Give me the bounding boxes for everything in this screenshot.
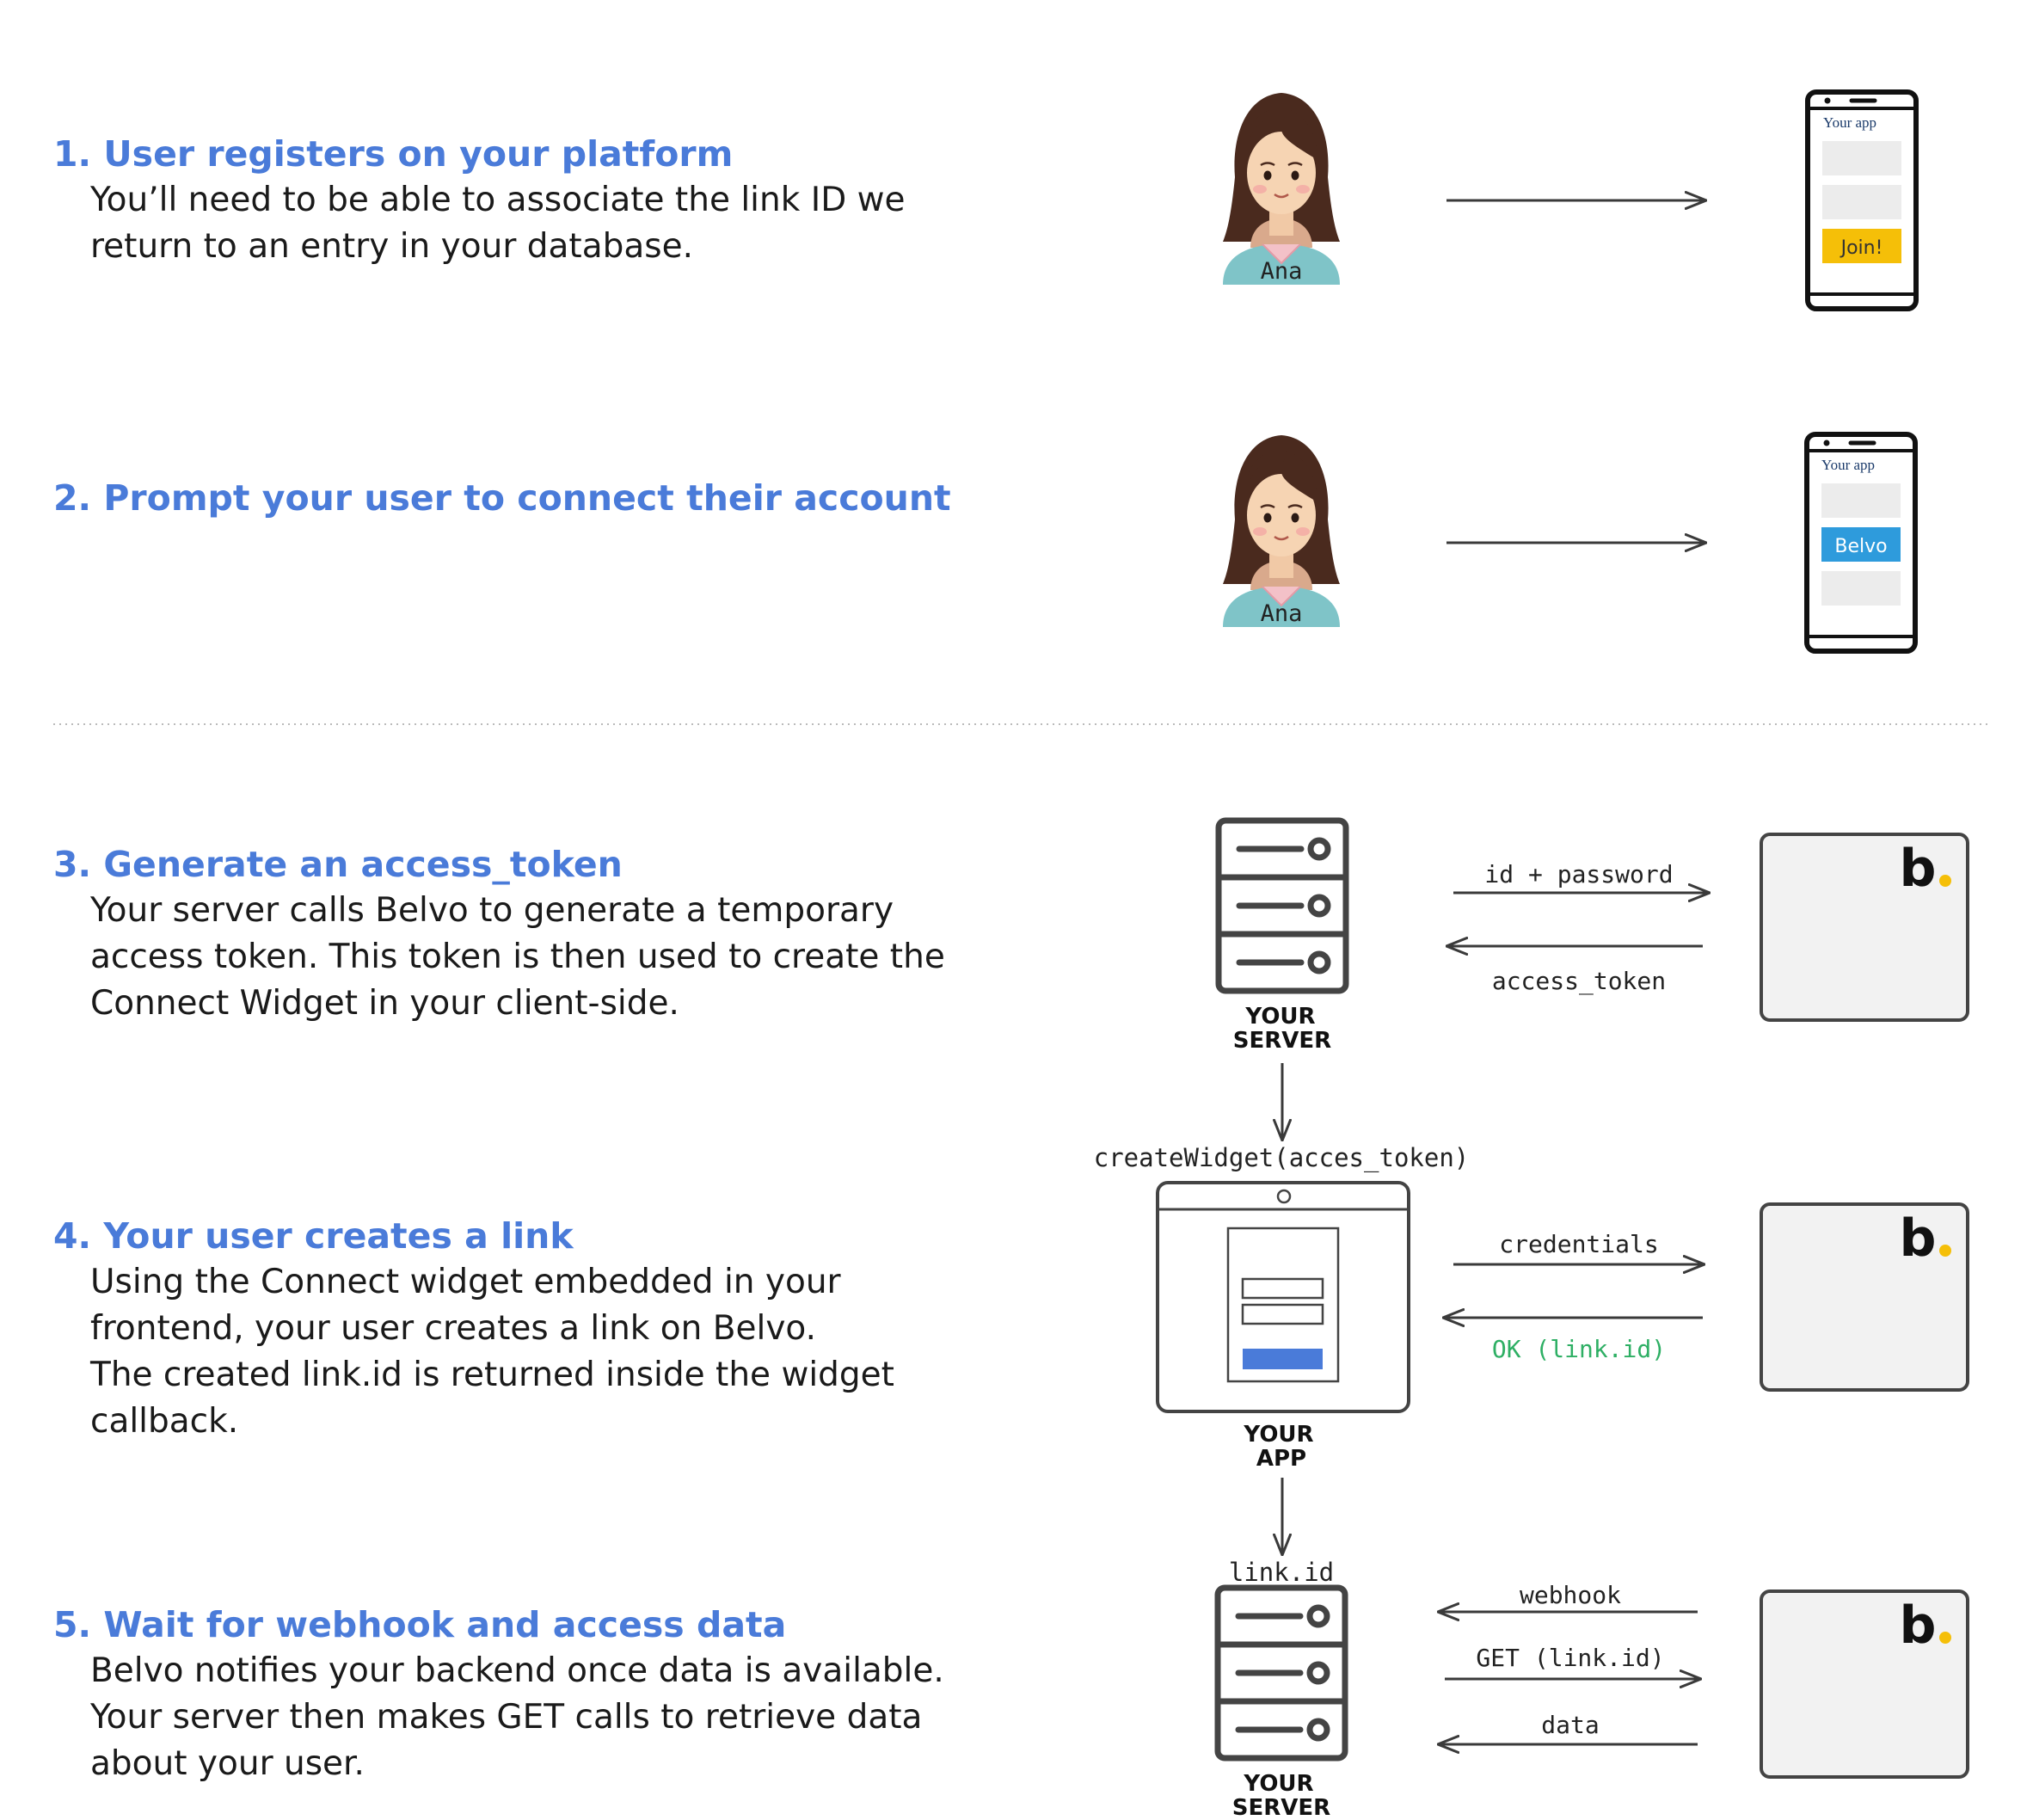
belvo-logo-icon: b (1900, 1208, 1937, 1269)
step-3: 3. Generate an access_token Your server … (53, 841, 965, 1027)
step-3-body-line: Your server calls Belvo to generate a te… (90, 891, 894, 930)
arrow-label-ok-link-id: OK (link.id) (1492, 1335, 1666, 1363)
user-name-2: Ana (1261, 600, 1303, 627)
user-avatar-2 (1221, 433, 1342, 629)
belvo-button-label: Belvo (1834, 536, 1887, 557)
belvo-logo-dot-icon (1939, 1245, 1951, 1257)
arrow-label-credentials: credentials (1499, 1230, 1658, 1258)
server-label-1-line2: SERVER (1233, 1028, 1331, 1054)
server-label-1-line1: YOUR (1244, 1004, 1315, 1030)
step-2-title: 2. Prompt your user to connect their acc… (53, 477, 951, 519)
step-4-body-line: callback. (90, 1402, 239, 1441)
belvo-logo-icon: b (1900, 839, 1937, 899)
step-4-body-line: The created link.id is returned inside t… (90, 1356, 894, 1394)
step-4-body: Using the Connect widget embedded in you… (90, 1259, 965, 1445)
app-window-mockup (1156, 1181, 1410, 1413)
step-5-body: Belvo notifies your backend once data is… (90, 1648, 965, 1787)
step-1-title: 1. User registers on your platform (53, 133, 734, 175)
widget-submit-button[interactable] (1243, 1349, 1323, 1369)
phone-input-field (1822, 185, 1901, 219)
belvo-button[interactable] (1821, 527, 1901, 562)
step-1: 1. User registers on your platform You’l… (53, 131, 965, 270)
arrow-label-data: data (1541, 1711, 1599, 1739)
phone-input-field (1822, 141, 1901, 175)
phone-camera-icon (1823, 440, 1830, 446)
step-1-body-line: return to an entry in your database. (90, 227, 693, 266)
step-2: 2. Prompt your user to connect their acc… (53, 475, 965, 521)
server-icon-2 (1218, 1588, 1345, 1758)
belvo-logo-icon: b (1900, 1596, 1937, 1656)
app-window-camera-icon (1276, 1189, 1292, 1204)
belvo-logo-dot-icon (1939, 875, 1951, 887)
phone-mockup-2: Your app Belvo (1804, 432, 1918, 654)
join-button[interactable] (1822, 229, 1901, 263)
belvo-box-2: b (1760, 1202, 1969, 1392)
create-widget-call: createWidget(acces_token) (1094, 1143, 1470, 1173)
phone-mockup-1: Your app Join! (1805, 89, 1919, 311)
phone-header-2: Your app (1821, 457, 1875, 473)
phone-camera-icon (1824, 97, 1831, 104)
step-4-body-line: frontend, your user creates a link on Be… (90, 1309, 816, 1348)
step-4: 4. Your user creates a link Using the Co… (53, 1213, 965, 1445)
arrow-label-webhook: webhook (1520, 1581, 1621, 1609)
step-4-title: 4. Your user creates a link (53, 1215, 574, 1257)
belvo-logo-dot-icon (1939, 1632, 1951, 1644)
app-label-line2: APP (1256, 1446, 1306, 1472)
widget-input-field[interactable] (1241, 1303, 1324, 1325)
phone-header-1: Your app (1823, 114, 1876, 131)
server-label-2-line2: SERVER (1232, 1795, 1330, 1820)
server-icon-1 (1219, 821, 1346, 991)
step-5-body-line: about your user. (90, 1744, 365, 1783)
arrow-label-access-token: access_token (1492, 967, 1666, 996)
step-5: 5. Wait for webhook and access data Belv… (53, 1602, 965, 1787)
step-1-body-line: You’ll need to be able to associate the … (90, 181, 906, 219)
step-4-body-line: Using the Connect widget embedded in you… (90, 1263, 841, 1301)
phone-input-field (1821, 483, 1901, 518)
step-3-body-line: Connect Widget in your client-side. (90, 984, 679, 1023)
step-5-title: 5. Wait for webhook and access data (53, 1604, 787, 1645)
belvo-box-1: b (1760, 833, 1969, 1022)
step-1-body: You’ll need to be able to associate the … (90, 177, 965, 270)
belvo-box-3: b (1760, 1589, 1969, 1779)
arrow-label-get-link-id: GET (link.id) (1476, 1644, 1664, 1672)
step-3-body-line: access token. This token is then used to… (90, 938, 945, 976)
phone-input-field (1821, 571, 1901, 606)
app-label-line1: YOUR (1243, 1422, 1313, 1448)
join-button-label: Join! (1840, 237, 1883, 259)
user-name-1: Ana (1261, 258, 1303, 285)
user-avatar-1 (1221, 91, 1342, 286)
link-id-label: link.id (1229, 1558, 1334, 1587)
step-3-body: Your server calls Belvo to generate a te… (90, 888, 965, 1027)
arrow-label-id-password: id + password (1484, 860, 1673, 888)
step-5-body-line: Your server then makes GET calls to retr… (90, 1698, 923, 1737)
widget-input-field[interactable] (1241, 1277, 1324, 1300)
server-label-2-line1: YOUR (1243, 1771, 1313, 1797)
step-3-title: 3. Generate an access_token (53, 844, 623, 885)
step-5-body-line: Belvo notifies your backend once data is… (90, 1651, 944, 1690)
